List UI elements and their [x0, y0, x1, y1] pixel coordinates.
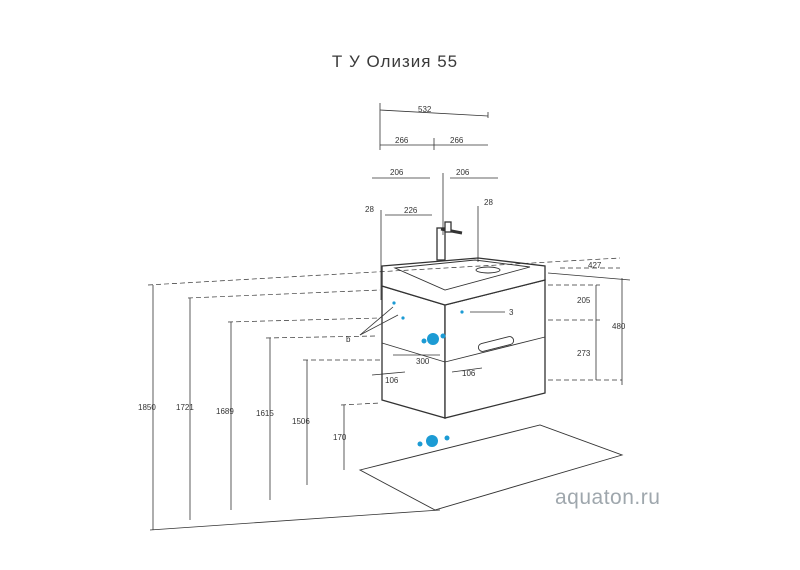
- faucet-lever: [444, 221, 452, 233]
- page-title: Т У Олизия 55: [331, 52, 459, 71]
- connection-markers: b 3 300 106 106: [346, 301, 514, 447]
- inlet-dot-icon: [421, 338, 427, 344]
- dim-half-left: 266: [395, 136, 409, 145]
- front-divider: [381, 342, 446, 363]
- drain-hole: [475, 266, 501, 274]
- floor-outlet-icon: [426, 435, 438, 447]
- left-dimensions: 1850 1721 1689 1615 1506 170: [138, 257, 621, 531]
- cabinet-front: [381, 285, 446, 419]
- dim-h1850: 1850: [138, 403, 156, 412]
- dim-total-height: 480: [612, 322, 626, 331]
- dim-drawer-height: 205: [577, 296, 591, 305]
- floor-outline: [358, 424, 624, 511]
- drawer-divider: [444, 336, 546, 363]
- dim-half-right: 266: [450, 136, 464, 145]
- pipe-outlet-icon: [427, 333, 439, 345]
- mount-dot-icon: [460, 310, 464, 314]
- top-dimensions: 532 266 266 206 206 28 226 28: [365, 103, 498, 300]
- right-dimensions: 427 480 205 273: [547, 261, 631, 385]
- label-b: b: [346, 335, 351, 344]
- dim-w300: 300: [416, 357, 430, 366]
- dim-h1689: 1689: [216, 407, 234, 416]
- floor-dot-icon: [444, 435, 450, 441]
- label-3: 3: [509, 308, 514, 317]
- watermark-text: aquaton.ru: [555, 486, 661, 509]
- mount-dot-icon: [392, 301, 396, 305]
- floor-dot-icon: [417, 441, 423, 447]
- dim-depth: 427: [588, 261, 602, 270]
- dim-l106: 106: [385, 376, 399, 385]
- dim-r106: 106: [462, 369, 476, 378]
- basin-bowl: [393, 259, 531, 291]
- dim-h170: 170: [333, 433, 347, 442]
- dim-inner-width: 226: [404, 206, 418, 215]
- dim-h1721: 1721: [176, 403, 194, 412]
- faucet-body: [436, 227, 446, 261]
- dim-h1615: 1615: [256, 409, 274, 418]
- dim-offset-left: 206: [390, 168, 404, 177]
- dim-h1506: 1506: [292, 417, 310, 426]
- dim-top-width: 532: [418, 105, 432, 114]
- dim-offset-right: 206: [456, 168, 470, 177]
- mount-dot-icon: [401, 316, 405, 320]
- inlet-dot-icon: [440, 333, 446, 339]
- dim-lower-height: 273: [577, 349, 591, 358]
- dim-edge-right: 28: [484, 198, 493, 207]
- drawer-handle: [477, 336, 515, 352]
- dim-edge-left: 28: [365, 205, 374, 214]
